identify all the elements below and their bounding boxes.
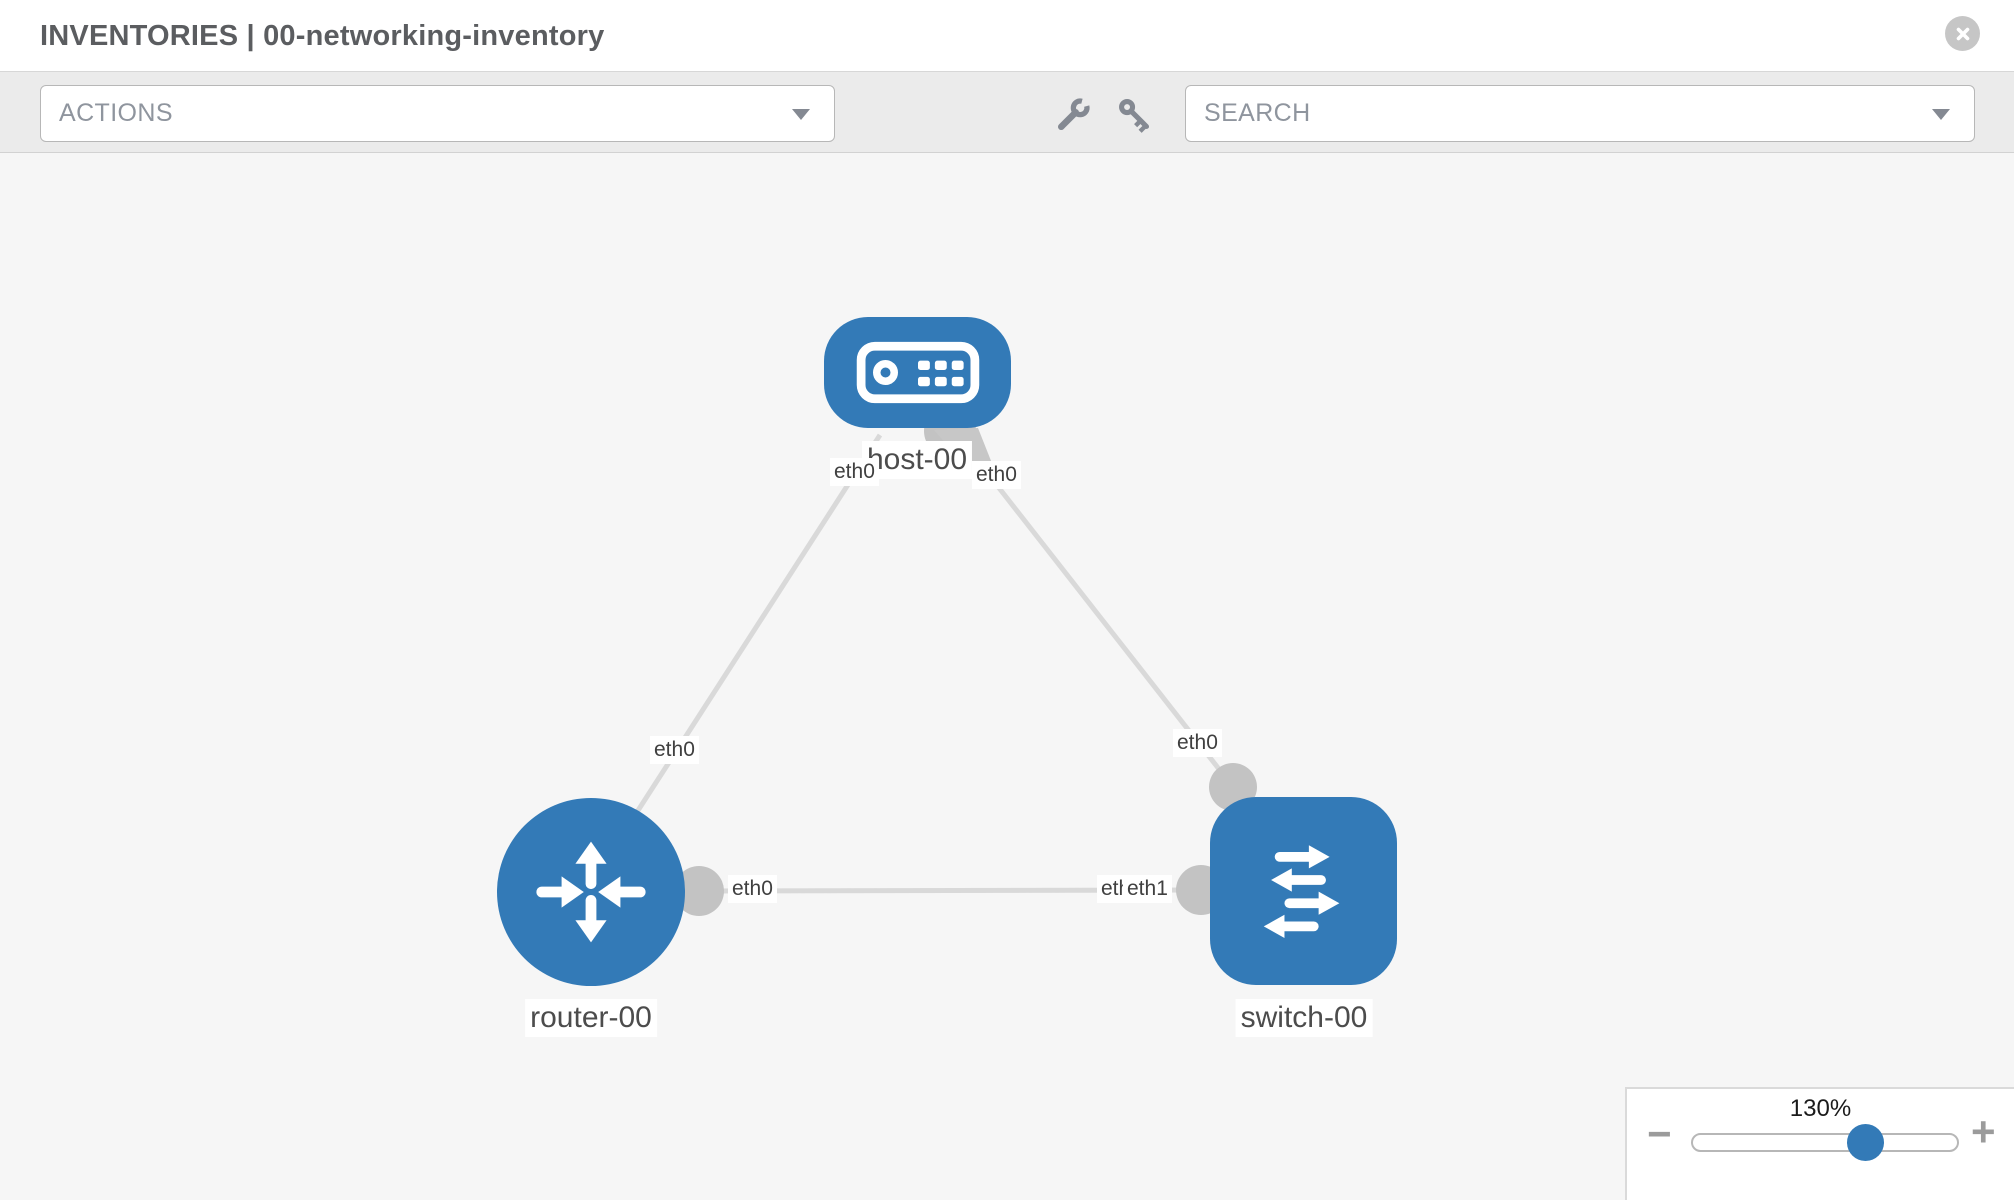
minus-icon: − <box>1647 1110 1672 1157</box>
chevron-down-icon <box>792 108 810 120</box>
header: INVENTORIES | 00-networking-inventory <box>0 0 2014 72</box>
router-icon <box>536 841 646 943</box>
node-label-router: router-00 <box>525 999 657 1037</box>
zoom-out-button[interactable]: − <box>1647 1113 1672 1155</box>
interface-label: eth0 <box>1173 729 1222 757</box>
zoom-slider-track[interactable] <box>1691 1124 1959 1161</box>
topology-links <box>625 405 1257 916</box>
host-icon <box>856 341 979 404</box>
close-button[interactable] <box>1945 16 1980 51</box>
close-icon <box>1956 27 1969 40</box>
credentials-button[interactable] <box>1112 92 1160 140</box>
search-box[interactable] <box>1185 85 1975 142</box>
node-host-00[interactable] <box>824 317 1011 428</box>
node-label-host: host-00 <box>861 441 973 479</box>
zoom-level: 130% <box>1789 1095 1852 1122</box>
interface-label: eth1 <box>1123 875 1172 903</box>
toolbar: ACTIONS <box>0 72 2014 153</box>
search-input[interactable] <box>1186 86 1974 141</box>
interface-label: eth0 <box>728 875 777 903</box>
node-switch-00[interactable] <box>1210 797 1397 985</box>
node-router-00[interactable] <box>497 798 685 986</box>
topology-canvas[interactable]: host-00 router-00 switch-00 eth0 eth0 et… <box>0 153 2014 1200</box>
zoom-panel: 130% − + <box>1625 1087 2014 1200</box>
interface-label: eth0 <box>972 461 1021 489</box>
page-title: INVENTORIES | 00-networking-inventory <box>40 20 605 52</box>
chevron-down-icon <box>1932 108 1950 120</box>
zoom-in-button[interactable]: + <box>1971 1111 1996 1153</box>
zoom-slider-handle[interactable] <box>1847 1124 1884 1161</box>
interface-label: eth0 <box>830 458 879 486</box>
switch-icon <box>1263 845 1339 938</box>
node-label-switch: switch-00 <box>1235 999 1373 1037</box>
configure-button[interactable] <box>1048 92 1096 140</box>
actions-dropdown[interactable]: ACTIONS <box>40 85 835 142</box>
key-icon <box>1119 99 1150 133</box>
actions-dropdown-label: ACTIONS <box>59 99 173 127</box>
plus-icon: + <box>1971 1108 1996 1155</box>
wrench-icon <box>1057 98 1090 131</box>
interface-label: eth0 <box>650 736 699 764</box>
link-host-router <box>625 433 883 828</box>
